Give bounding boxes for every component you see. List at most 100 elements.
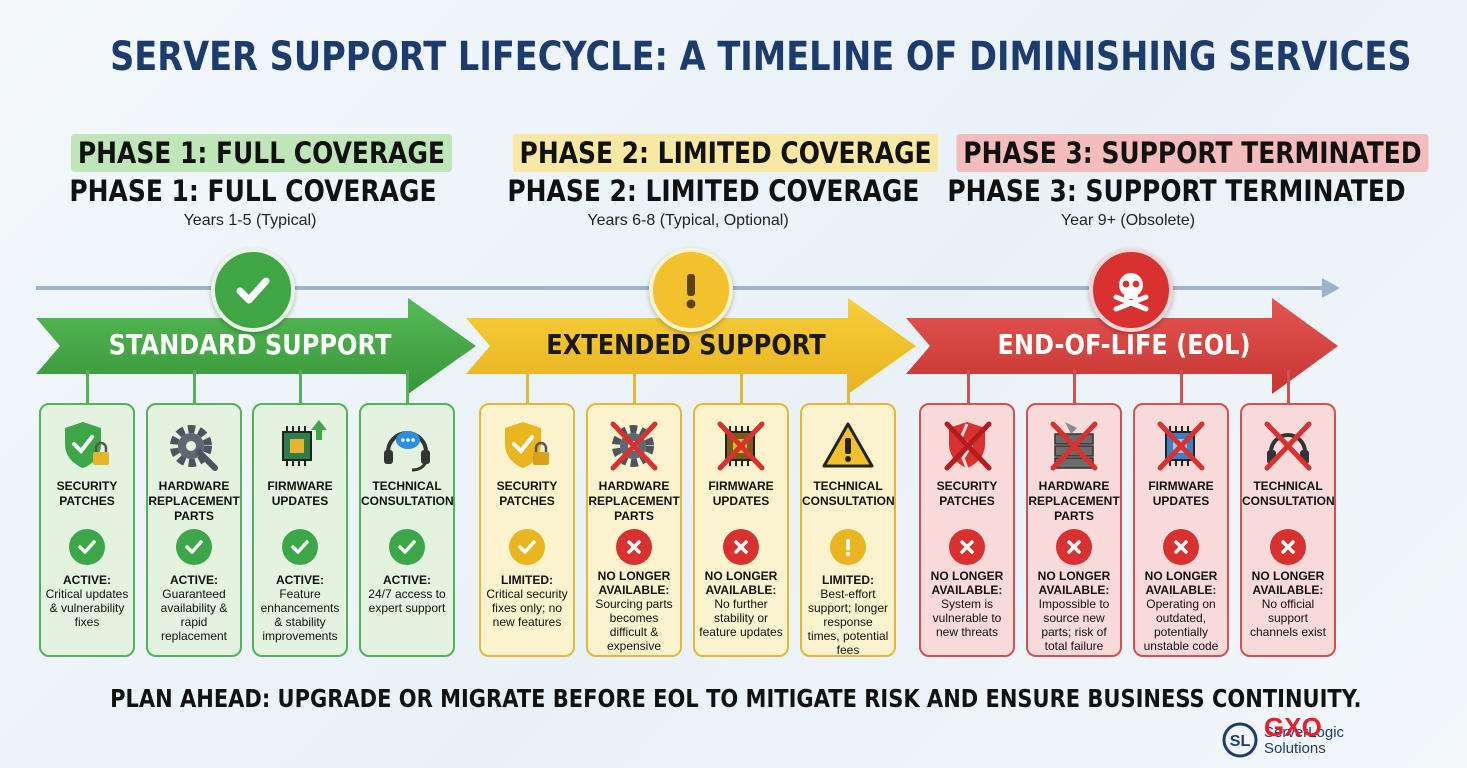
x-circle-icon — [949, 529, 985, 565]
card-description: NO LONGER AVAILABLE: No further stabilit… — [699, 569, 783, 639]
x-circle-icon — [616, 529, 652, 565]
brand-name-line-2: Solutions — [1264, 740, 1326, 757]
chip-crossed-icon — [1135, 415, 1227, 477]
card-extended-firmware: FIRMWARE UPDATES NO LONGER AVAILABLE: No… — [693, 403, 789, 657]
card-status: NO LONGER AVAILABLE: — [704, 569, 778, 597]
check-circle-icon — [389, 529, 425, 565]
card-description: ACTIVE: Critical updates & vulnerability… — [45, 573, 129, 629]
card-name: TECHNICAL CONSULTATION — [361, 479, 454, 508]
card-standard-firmware: FIRMWARE UPDATES ACTIVE: Feature enhance… — [252, 403, 348, 657]
card-detail: No official support channels exist — [1249, 597, 1327, 639]
card-status: NO LONGER AVAILABLE: — [1037, 569, 1111, 597]
check-circle-icon — [282, 529, 318, 565]
extended-support-label: EXTENDED SUPPORT — [546, 328, 826, 361]
card-status: LIMITED: — [501, 573, 553, 587]
card-description: NO LONGER AVAILABLE: Operating on outdat… — [1139, 569, 1223, 653]
card-detail: Impossible to source new parts; risk of … — [1038, 597, 1110, 653]
shield-lock-icon — [41, 415, 133, 477]
card-standard-hardware-parts: HARDWARE REPLACEMENT PARTS ACTIVE: Guara… — [146, 403, 242, 657]
check-circle-icon — [176, 529, 212, 565]
phase-2-heading-repeat: PHASE 2: LIMITED COVERAGE — [507, 174, 920, 208]
serverlogic-logo-icon: SL — [1222, 722, 1258, 758]
phase-2-heading-block: PHASE 2: LIMITED COVERAGE PHASE 2: LIMIT… — [478, 134, 939, 230]
x-circle-icon — [1163, 529, 1199, 565]
card-extended-consultation: TECHNICAL CONSULTATION LIMITED: Best-eff… — [800, 403, 896, 657]
card-name: FIRMWARE UPDATES — [708, 479, 774, 508]
standard-support-label: STANDARD SUPPORT — [108, 328, 392, 361]
card-description: NO LONGER AVAILABLE: Sourcing parts beco… — [592, 569, 676, 653]
connector — [633, 370, 636, 404]
skull-crossbones-icon — [1089, 248, 1173, 332]
card-name: FIRMWARE UPDATES — [1148, 479, 1214, 508]
card-detail: Operating on outdated, potentially unsta… — [1143, 597, 1219, 653]
phase-1-heading-block: PHASE 1: FULL COVERAGE PHASE 1: FULL COV… — [40, 134, 460, 230]
card-status: NO LONGER AVAILABLE: — [597, 569, 671, 597]
card-extended-security-patches: SECURITY PATCHES LIMITED: Critical secur… — [479, 403, 575, 657]
warning-triangle-icon — [802, 415, 894, 477]
phase-3-heading-block: PHASE 3: SUPPORT TERMINATED PHASE 3: SUP… — [918, 134, 1429, 230]
card-detail: Critical security fixes only; no new fea… — [486, 587, 568, 629]
svg-text:SL: SL — [1230, 733, 1251, 750]
card-name: SECURITY PATCHES — [56, 479, 118, 508]
card-name: SECURITY PATCHES — [936, 479, 998, 508]
shield-lock-icon — [481, 415, 573, 477]
timeline-arrowhead-icon — [1322, 278, 1340, 298]
card-eol-consultation: TECHNICAL CONSULTATION NO LONGER AVAILAB… — [1240, 403, 1336, 657]
card-eol-security-patches: SECURITY PATCHES NO LONGER AVAILABLE: Sy… — [919, 403, 1015, 657]
card-name: HARDWARE REPLACEMENT PARTS — [148, 479, 240, 523]
broken-server-icon — [1028, 415, 1120, 477]
card-description: LIMITED: Critical security fixes only; n… — [485, 573, 569, 629]
broken-shield-icon — [921, 415, 1013, 477]
card-name: FIRMWARE UPDATES — [267, 479, 333, 508]
card-detail: No further stability or feature updates — [699, 597, 783, 639]
card-name: HARDWARE REPLACEMENT PARTS — [588, 479, 680, 523]
connector — [299, 370, 302, 404]
headset-crossed-icon — [1242, 415, 1334, 477]
card-eol-firmware: FIRMWARE UPDATES NO LONGER AVAILABLE: Op… — [1133, 403, 1229, 657]
checkmark-icon — [211, 248, 295, 332]
card-name: TECHNICAL CONSULTATION — [802, 479, 895, 508]
connector — [1073, 370, 1076, 404]
card-status: NO LONGER AVAILABLE: — [1144, 569, 1218, 597]
card-status: ACTIVE: — [276, 573, 324, 587]
connector — [847, 370, 850, 404]
headset-chat-icon — [361, 415, 453, 477]
card-detail: Critical updates & vulnerability fixes — [45, 587, 129, 629]
standard-support-arrow — [36, 298, 476, 394]
phase-3-years: Year 9+ (Obsolete) — [1060, 212, 1196, 229]
exclamation-icon — [649, 248, 733, 332]
card-description: NO LONGER AVAILABLE: System is vulnerabl… — [925, 569, 1009, 639]
connector — [526, 370, 529, 404]
card-detail: Best-effort support; longer response tim… — [807, 587, 889, 657]
extended-support-arrow — [466, 298, 916, 394]
phase-1-heading: PHASE 1: FULL COVERAGE — [70, 134, 452, 172]
gxo-watermark: GXO — [1264, 712, 1322, 742]
card-detail: 24/7 access to expert support — [368, 587, 446, 615]
card-description: ACTIVE: 24/7 access to expert support — [365, 573, 449, 615]
phase-3-heading-repeat: PHASE 3: SUPPORT TERMINATED — [947, 174, 1406, 208]
card-extended-hardware-parts: HARDWARE REPLACEMENT PARTS NO LONGER AVA… — [586, 403, 682, 657]
chip-upgrade-icon — [254, 415, 346, 477]
brand-block: SL ServerLogic Solutions GXO — [1222, 712, 1372, 764]
phase-1-years: Years 1-5 (Typical) — [183, 212, 317, 229]
gear-crossed-icon — [588, 415, 680, 477]
chip-crossed-icon — [695, 415, 787, 477]
check-circle-icon — [69, 529, 105, 565]
card-status: NO LONGER AVAILABLE: — [930, 569, 1004, 597]
gear-wrench-icon — [148, 415, 240, 477]
page-title: SERVER SUPPORT LIFECYCLE: A TIMELINE OF … — [110, 34, 1412, 80]
card-detail: Feature enhancements & stability improve… — [260, 587, 340, 643]
check-circle-icon — [509, 529, 545, 565]
phase-3-heading: PHASE 3: SUPPORT TERMINATED — [956, 134, 1429, 172]
card-name: TECHNICAL CONSULTATION — [1242, 479, 1335, 508]
eol-label: END-OF-LIFE (EOL) — [997, 328, 1251, 361]
exclamation-circle-icon — [830, 529, 866, 565]
card-name: HARDWARE REPLACEMENT PARTS — [1028, 479, 1120, 523]
card-status: ACTIVE: — [170, 573, 218, 587]
card-status: NO LONGER AVAILABLE: — [1251, 569, 1325, 597]
card-standard-consultation: TECHNICAL CONSULTATION ACTIVE: 24/7 acce… — [359, 403, 455, 657]
card-eol-hardware-parts: HARDWARE REPLACEMENT PARTS NO LONGER AVA… — [1026, 403, 1122, 657]
card-detail: Sourcing parts becomes difficult & expen… — [595, 597, 673, 653]
card-description: ACTIVE: Guaranteed availability & rapid … — [152, 573, 236, 643]
x-circle-icon — [1270, 529, 1306, 565]
